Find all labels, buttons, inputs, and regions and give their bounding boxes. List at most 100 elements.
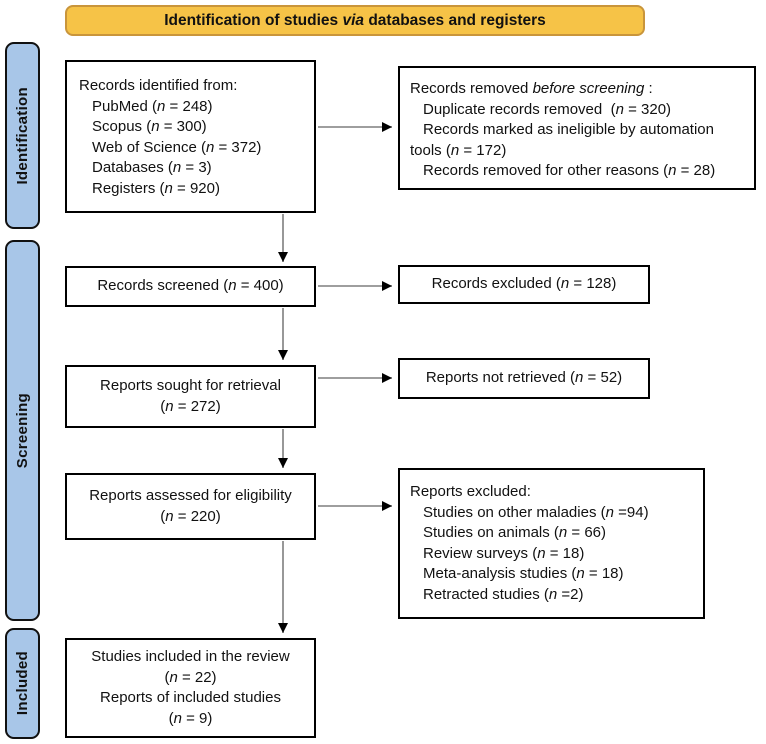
italic-text-segment: n [548, 585, 558, 603]
text-segment: = 172) [459, 141, 507, 159]
text-segment: ( [160, 397, 166, 415]
text-line: Meta-analysis studies (n = 18) [410, 564, 695, 585]
text-segment: Records removed [410, 80, 533, 97]
text-segment: Meta-analysis studies ( [423, 565, 577, 582]
text-segment: Records marked as ineligible by automati… [423, 121, 714, 138]
italic-text-segment: n [173, 709, 182, 727]
text-segment: Review surveys ( [423, 544, 538, 562]
text-segment: PubMed ( [92, 97, 158, 115]
text-segment: Studies on other maladies ( [423, 503, 606, 521]
text-segment: = 18) [545, 544, 585, 562]
text-line: (n = 22) [67, 668, 314, 689]
text-segment: Reports assessed for eligibility [89, 487, 292, 504]
text-line: Studies included in the review [67, 647, 314, 668]
box-reports-assessed: Reports assessed for eligibility (n = 220… [65, 473, 316, 540]
text-line: Registers (n = 920) [79, 179, 306, 200]
text-line: Retracted studies (n =2) [410, 585, 695, 606]
text-segment: : [644, 80, 653, 97]
italic-text-segment: n [165, 397, 174, 415]
text-segment: = 248) [165, 97, 213, 115]
text-line: Duplicate records removed (n = 320) [410, 100, 746, 121]
text-line: Reports not retrieved (n = 52) [400, 368, 648, 389]
text-segment: Records screened ( [97, 277, 229, 295]
text-segment: Reports of included studies [100, 689, 281, 706]
italic-text-segment: n [537, 544, 546, 562]
text-line: Records screened (n = 400) [67, 276, 314, 297]
text-segment: = 400) [236, 277, 284, 295]
text-segment: Records removed for other reasons ( [423, 162, 669, 179]
italic-text-segment: before screening [532, 80, 645, 97]
text-segment: Scopus ( [92, 118, 152, 135]
italic-text-segment: n [228, 277, 237, 295]
text-line: Reports sought for retrieval [67, 376, 314, 397]
text-line: tools (n = 172) [410, 141, 746, 162]
stage-screening-label: Screening [14, 392, 31, 469]
box-studies-included: Studies included in the review(n = 22)Re… [65, 638, 316, 738]
text-line: Records identified from: [79, 76, 306, 97]
box-records-excluded: Records excluded (n = 128) [398, 265, 650, 304]
text-segment: = 28) [676, 162, 716, 179]
italic-text-segment: via [342, 11, 365, 29]
title-banner: Identification of studies via databases … [65, 5, 645, 36]
text-line: Databases (n = 3) [79, 158, 306, 179]
text-segment: = 22) [177, 668, 217, 686]
stage-included-label: Included [14, 651, 31, 716]
italic-text-segment: n [157, 97, 166, 115]
text-segment: = 52) [583, 369, 623, 387]
text-segment: Reports sought for retrieval [100, 377, 281, 394]
box-records-screened: Records screened (n = 400) [65, 266, 316, 307]
text-line: Reports of included studies [67, 688, 314, 709]
text-segment: = 66) [567, 524, 607, 541]
italic-text-segment: n [165, 507, 174, 525]
italic-text-segment: n [205, 138, 215, 156]
box-reports-sought: Reports sought for retrieval (n = 272) [65, 365, 316, 428]
box-reports-excluded: Reports excluded: Studies on other maladi… [398, 468, 705, 619]
text-segment: = 300) [159, 118, 207, 135]
text-segment: Studies on animals ( [423, 524, 559, 541]
text-line: Records removed before screening : [410, 79, 746, 100]
text-line: Studies on other maladies (n =94) [410, 503, 695, 524]
text-line: Reports excluded: [410, 482, 695, 503]
text-segment: Duplicate records removed ( [423, 100, 616, 118]
text-segment: Studies included in the review [91, 648, 290, 665]
text-segment: = 272) [173, 397, 221, 415]
italic-text-segment: n [172, 159, 182, 176]
italic-text-segment: n [668, 162, 677, 179]
text-segment: Records identified from: [79, 77, 238, 94]
box-records-identified: Records identified from:PubMed (n = 248)… [65, 60, 316, 213]
text-segment: = 372) [214, 138, 262, 156]
italic-text-segment: n [560, 275, 570, 293]
text-line: (n = 220) [67, 507, 314, 528]
text-segment: Web of Science ( [92, 138, 206, 156]
italic-text-segment: n [164, 179, 173, 197]
text-line: (n = 9) [67, 709, 314, 730]
text-line: (n = 272) [67, 397, 314, 418]
text-line: Reports assessed for eligibility [67, 486, 314, 507]
text-segment: Reports excluded: [410, 483, 531, 500]
stage-included: Included [5, 628, 40, 739]
text-segment: = 128) [569, 275, 617, 293]
italic-text-segment: n [169, 668, 178, 686]
text-segment: ( [164, 668, 170, 686]
text-segment: Reports not retrieved ( [425, 369, 576, 387]
text-segment: Records excluded ( [431, 275, 561, 293]
text-segment: =2) [557, 585, 584, 603]
text-segment: Databases ( [92, 159, 173, 176]
text-segment: Retracted studies ( [423, 585, 549, 603]
text-line: Review surveys (n = 18) [410, 544, 695, 565]
italic-text-segment: n [576, 565, 585, 582]
italic-text-segment: n [615, 100, 624, 118]
text-segment: = 3) [181, 159, 212, 176]
text-segment: =94) [613, 503, 649, 521]
text-segment: tools ( [410, 141, 451, 159]
text-segment: Registers ( [92, 179, 165, 197]
stage-identification: Identification [5, 42, 40, 229]
box-records-removed: Records removed before screening :Duplic… [398, 66, 756, 190]
italic-text-segment: n [605, 503, 614, 521]
text-line: Records removed for other reasons (n = 2… [410, 161, 746, 182]
italic-text-segment: n [558, 524, 568, 541]
text-segment: ( [168, 709, 174, 727]
text-segment: = 920) [172, 179, 220, 197]
italic-text-segment: n [575, 369, 584, 387]
text-segment: = 18) [584, 565, 624, 582]
